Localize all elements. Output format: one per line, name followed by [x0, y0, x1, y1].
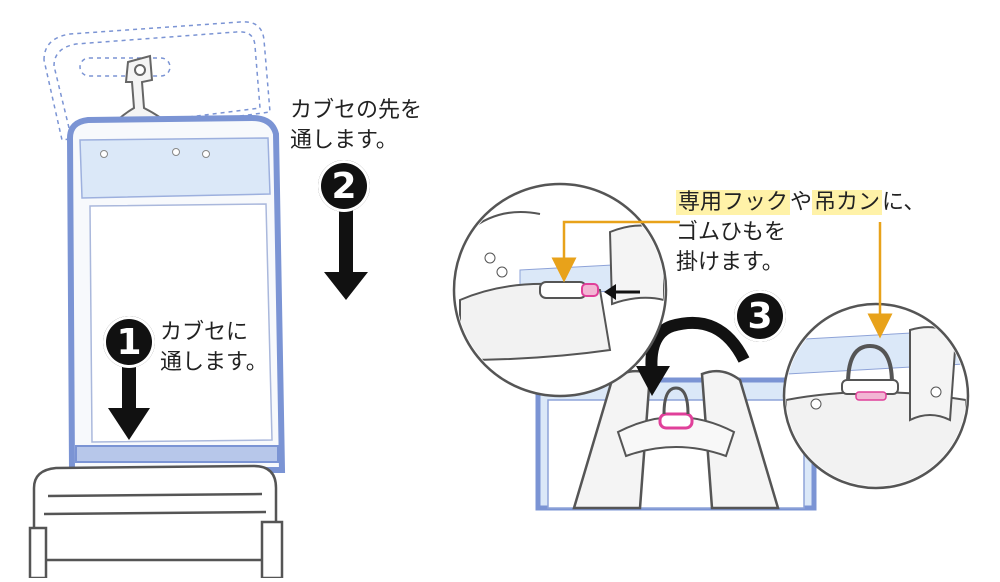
- zoom-circle-ring: [782, 302, 970, 490]
- step-3-line-2: ゴムひもを: [676, 220, 787, 245]
- step-2-line-1: カブセの先を: [290, 98, 423, 123]
- step-2-badge: 2: [318, 160, 370, 212]
- step-2-line-2: 通します。: [290, 128, 398, 153]
- step-3-badge: 3: [734, 290, 786, 342]
- step-3-label: 専用フックや吊カンに、 ゴムひもを 掛けます。: [676, 188, 925, 278]
- step-1-line-1: カブセに: [160, 320, 249, 345]
- step-3-line-1: 専用フックや吊カンに、: [676, 188, 925, 218]
- step-1-arrow: [108, 360, 150, 440]
- step-1-label: カブセに 通します。: [160, 318, 268, 378]
- step-1-badge: 1: [103, 316, 155, 368]
- hanging-ring-term: 吊カン: [812, 190, 883, 215]
- step-3-particle-ni: に、: [882, 190, 926, 215]
- step-1-line-2: 通します。: [160, 350, 268, 375]
- dedicated-hook-term: 専用フック: [676, 190, 791, 215]
- cover-flap: [66, 114, 286, 473]
- step-3-arrow: [636, 316, 750, 396]
- zoom-circle-hook: [452, 182, 668, 398]
- step-3-line-3: 掛けます。: [676, 250, 784, 275]
- leader-line-hook: [551, 220, 680, 283]
- step-2-label: カブセの先を 通します。: [290, 96, 422, 156]
- bag-body: [28, 464, 284, 580]
- step-3-particle-ya: や: [790, 190, 813, 215]
- cover-tip-dashed: [43, 21, 271, 141]
- step-2-arrow: [324, 210, 368, 300]
